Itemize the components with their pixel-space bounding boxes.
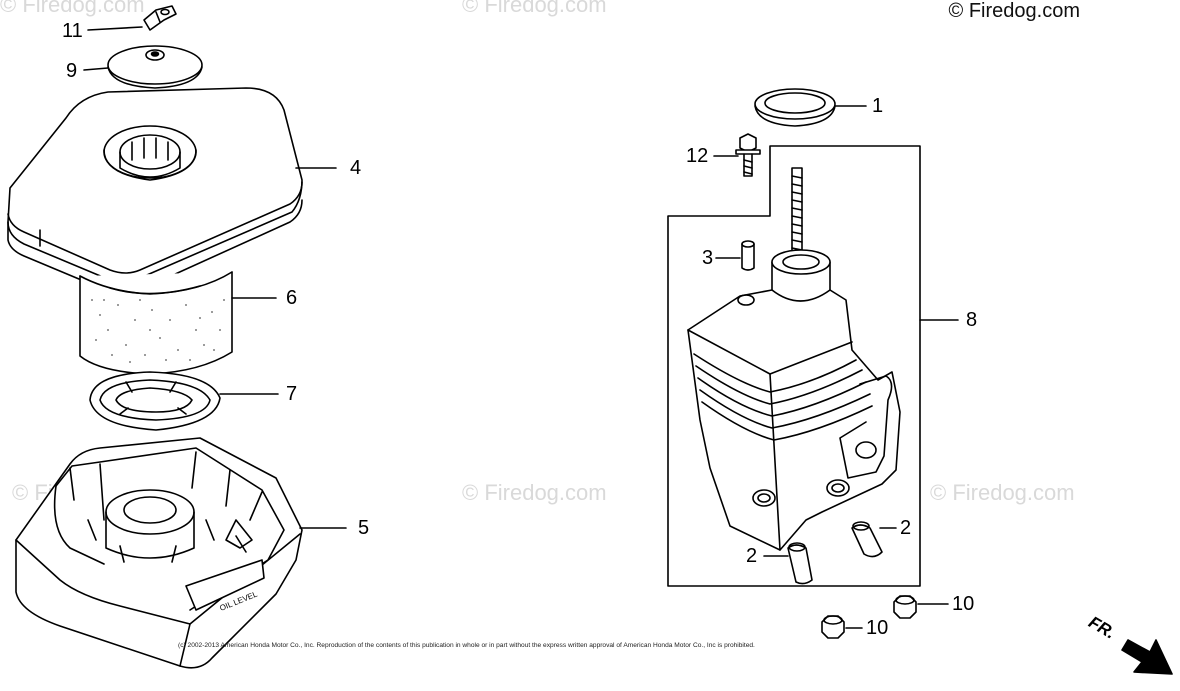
- callout-10: 10: [866, 617, 889, 639]
- part-12-bolt: [736, 134, 760, 176]
- watermark: © Firedog.com: [930, 480, 1075, 505]
- watermark: © Firedog.com: [0, 0, 145, 17]
- part-7-grid: [90, 372, 220, 430]
- callout-1: 1: [872, 95, 884, 117]
- callout-10: 10: [952, 593, 975, 615]
- leader-line: [84, 68, 108, 70]
- part-9-cap: [108, 46, 202, 88]
- part-6-foam-element: [80, 272, 232, 374]
- copyright-badge: © Firedog.com: [948, 0, 1080, 22]
- callout-7: 7: [286, 383, 298, 405]
- part-11-wing-nut: [144, 6, 176, 30]
- callout-2: 2: [900, 517, 912, 539]
- callout-3: 3: [702, 247, 714, 269]
- watermark: © Firedog.com: [462, 480, 607, 505]
- part-8-elbow: [688, 168, 900, 550]
- part-1-gasket: [755, 89, 835, 126]
- leader-line: [88, 27, 142, 30]
- callout-11: 11: [62, 20, 83, 42]
- part-10-nut: [822, 616, 844, 638]
- callout-5: 5: [358, 517, 370, 539]
- part-2-pin: [788, 543, 812, 584]
- part-5-case: [16, 438, 302, 668]
- callout-9: 9: [66, 60, 78, 82]
- callout-2: 2: [746, 545, 758, 567]
- part-3-sleeve: [742, 241, 754, 270]
- watermark: © Firedog.com: [462, 0, 607, 17]
- callout-4: 4: [350, 157, 362, 179]
- part-4-cover: [8, 88, 302, 295]
- part-2-pin: [852, 522, 882, 557]
- part-8-assembly-outline: [668, 146, 920, 586]
- callout-6: 6: [286, 287, 298, 309]
- copyright-notice: (c) 2002-2013 American Honda Motor Co., …: [178, 642, 755, 649]
- callout-12: 12: [686, 145, 709, 167]
- part-10-nut: [894, 596, 916, 618]
- front-direction-arrow: [1122, 640, 1172, 674]
- callout-8: 8: [966, 309, 978, 331]
